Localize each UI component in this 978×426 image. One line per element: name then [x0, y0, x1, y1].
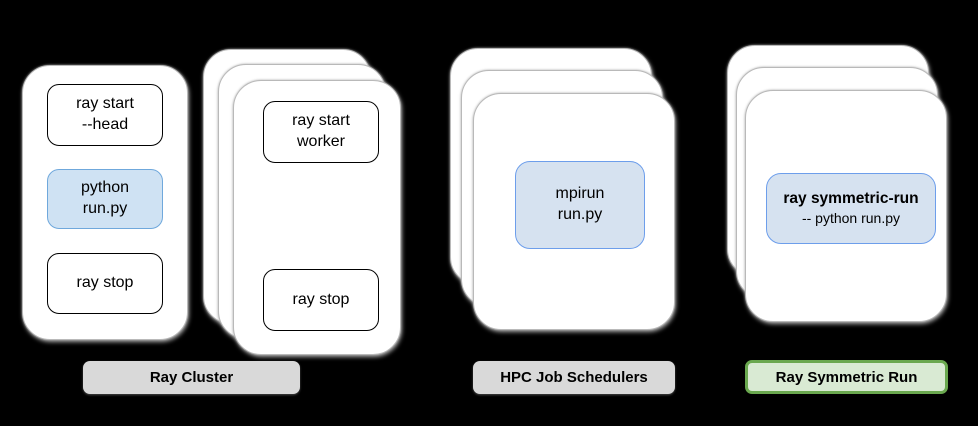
ray-stop-head-command-box: ray stop — [47, 253, 163, 314]
ray-start-head-command-box: ray start --head — [47, 84, 163, 146]
ray-cluster-label-text: Ray Cluster — [149, 369, 234, 386]
worker-node-card-front: ray start worker ray stop — [233, 80, 401, 355]
ray-stop-worker-command-box: ray stop — [263, 269, 379, 331]
mpirun-line1: mpirun — [555, 185, 605, 203]
python-run-line2: run.py — [82, 200, 128, 217]
mpirun-line2: run.py — [557, 206, 603, 223]
python-run-command-box: python run.py — [47, 169, 163, 229]
ray-cluster-label: Ray Cluster — [83, 361, 300, 394]
hpc-node-card-front: mpirun run.py — [473, 93, 675, 330]
mpirun-command-box: mpirun run.py — [515, 161, 645, 249]
head-node-card: ray start --head python run.py ray stop — [22, 65, 188, 340]
python-run-line1: python — [80, 179, 130, 197]
ray-start-head-line2: --head — [81, 116, 129, 133]
ray-stop-worker-label: ray stop — [292, 290, 350, 308]
hpc-job-schedulers-label: HPC Job Schedulers — [473, 361, 675, 394]
symmetric-node-card-front: ray symmetric-run -- python run.py — [745, 90, 947, 322]
ray-start-worker-line1: ray start — [292, 112, 350, 130]
ray-stop-head-label: ray stop — [76, 274, 134, 292]
ray-symmetric-run-line2: -- python run.py — [801, 210, 901, 227]
ray-symmetric-run-label-text: Ray Symmetric Run — [775, 368, 918, 386]
ray-start-head-line1: ray start — [76, 95, 134, 113]
hpc-job-schedulers-label-text: HPC Job Schedulers — [500, 369, 648, 386]
ray-start-worker-line2: worker — [296, 133, 345, 150]
ray-symmetric-run-label: Ray Symmetric Run — [745, 360, 948, 394]
ray-symmetric-run-command-box: ray symmetric-run -- python run.py — [766, 173, 936, 244]
ray-start-worker-command-box: ray start worker — [263, 101, 379, 163]
ray-symmetric-run-line1: ray symmetric-run — [783, 190, 919, 208]
